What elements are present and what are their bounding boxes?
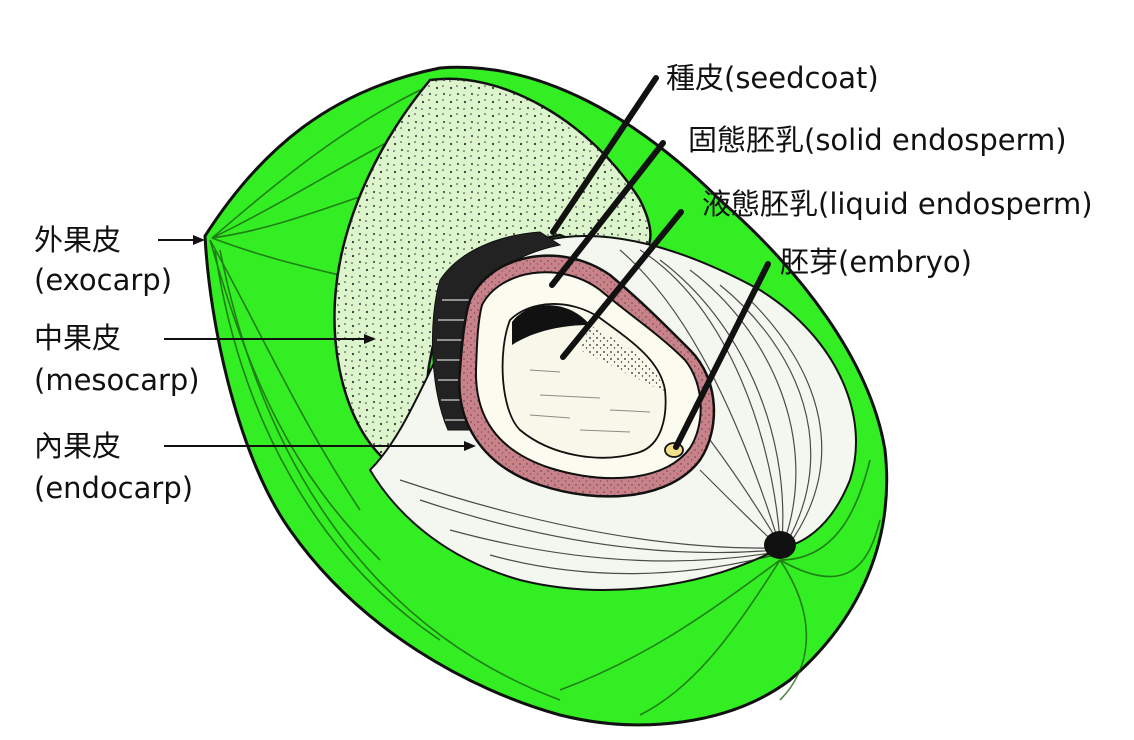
exocarp-label-cn: 外果皮 [34, 222, 121, 258]
exocarp-label-en: (exocarp) [34, 262, 172, 298]
mesocarp-label-en: (mesocarp) [34, 362, 200, 398]
seedcoat-label: 種皮(seedcoat) [666, 60, 879, 96]
endocarp-label-en: (endocarp) [34, 470, 193, 506]
embryo-label: 胚芽(embryo) [780, 244, 972, 280]
liquid-endosperm-label: 液態胚乳(liquid endosperm) [702, 186, 1093, 222]
solid-endosperm-label: 固態胚乳(solid endosperm) [688, 122, 1067, 158]
mesocarp-label-cn: 中果皮 [34, 320, 121, 356]
endocarp-label-cn: 內果皮 [34, 428, 121, 464]
